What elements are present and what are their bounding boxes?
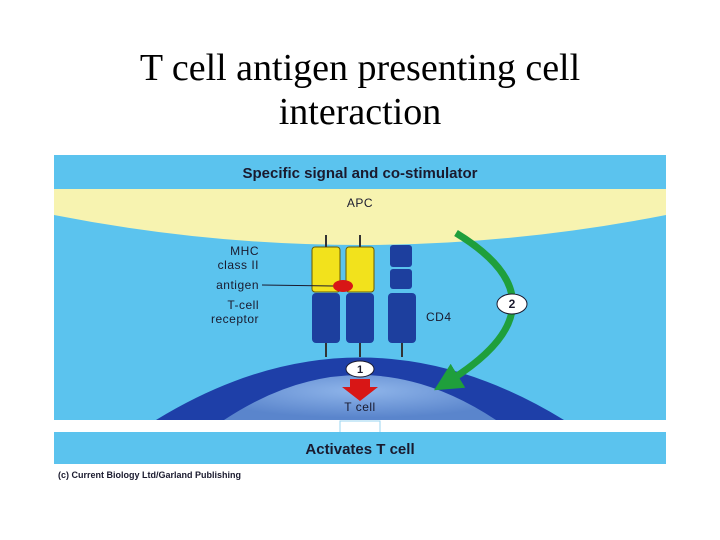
mhc-label-line2: class II	[218, 258, 259, 272]
tcell-receptor	[312, 293, 403, 357]
signal-2-number: 2	[509, 297, 516, 311]
signal-2-badge	[496, 293, 528, 315]
tcell-label: T cell	[344, 400, 375, 414]
mhc-label-line1: MHC	[230, 244, 259, 258]
signal-1-number: 1	[357, 364, 363, 376]
tcr-label-line1: T-cell	[227, 298, 259, 312]
apc-membrane	[54, 189, 666, 245]
mhc-class-ii	[311, 235, 375, 293]
tcr-label-line2: receptor	[211, 312, 259, 326]
credit-bar	[54, 464, 666, 485]
antigen-pointer	[261, 284, 334, 287]
cd4-molecule	[388, 245, 416, 343]
title-line-2: interaction	[278, 91, 442, 133]
figure-canvas: Specific signal and co-stimulator APC	[54, 155, 666, 485]
antigen-label: antigen	[216, 278, 259, 292]
title-line-1: T cell antigen presenting cell	[139, 47, 581, 89]
footer-text: Activates T cell	[305, 441, 414, 458]
tcell-apc-figure: Specific signal and co-stimulator APC	[54, 155, 666, 485]
cd4-label: CD4	[426, 310, 452, 324]
header-bar	[54, 155, 666, 189]
apc-label: APC	[347, 196, 373, 210]
signal-1-arrow	[342, 360, 378, 401]
antigen	[333, 280, 353, 292]
header-text: Specific signal and co-stimulator	[242, 165, 477, 182]
slide-title: T cell antigen presenting cell interacti…	[0, 46, 720, 134]
credit-text: (c) Current Biology Ltd/Garland Publishi…	[58, 470, 241, 480]
footer-bar	[54, 432, 666, 464]
